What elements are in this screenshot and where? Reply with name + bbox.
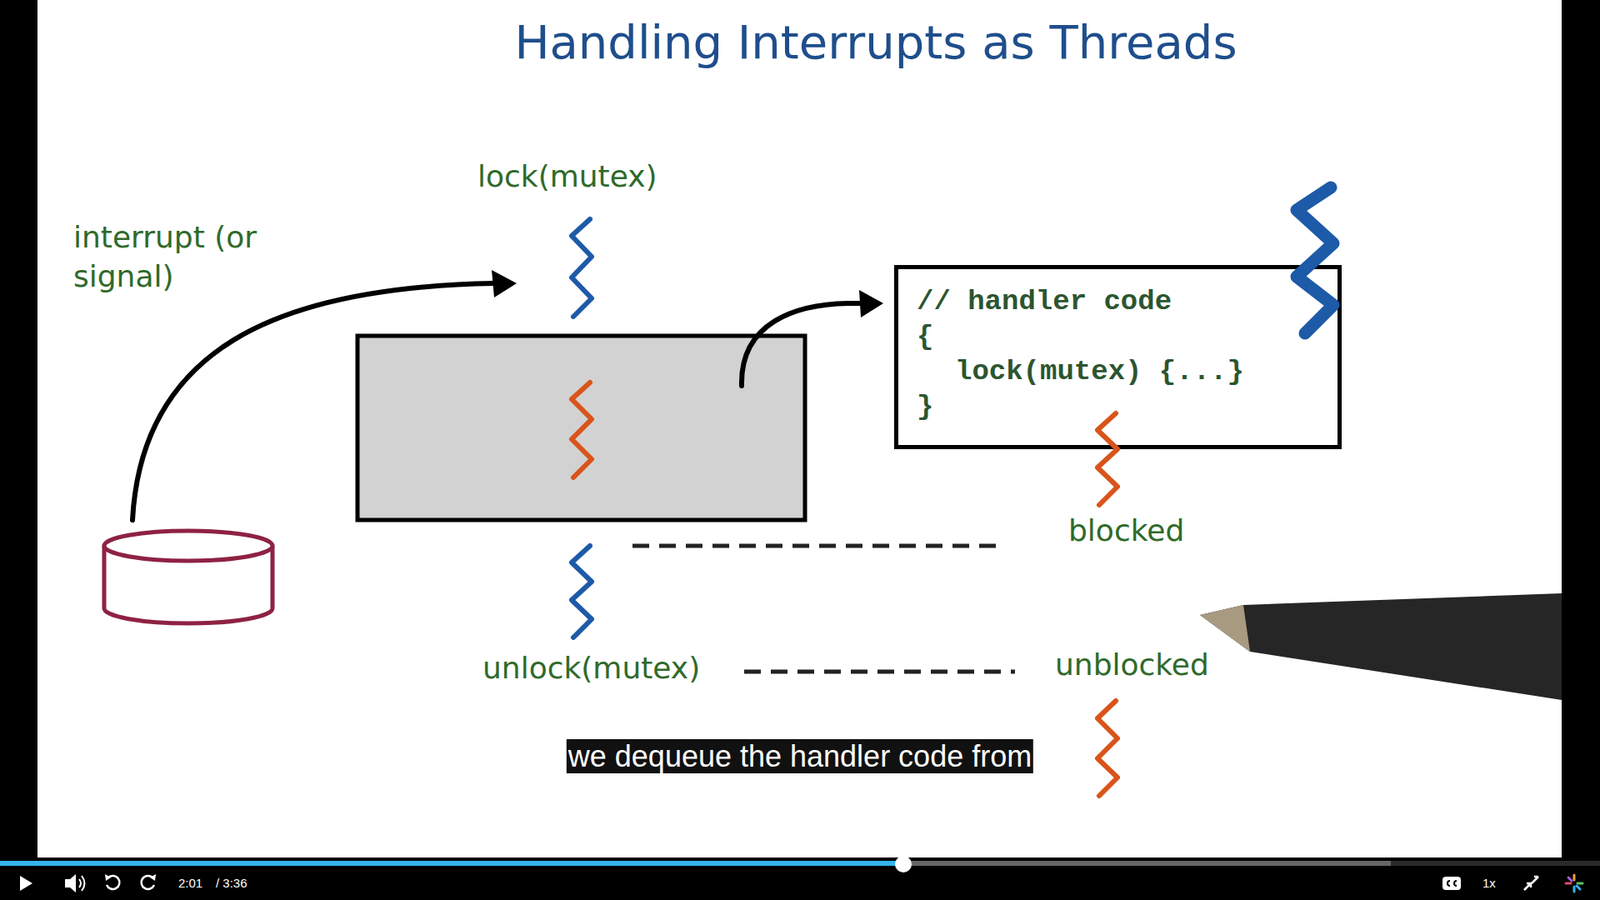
- arrowhead: [859, 290, 884, 318]
- site-logo: [1565, 875, 1583, 892]
- interrupt-label: interrupt (or signal): [73, 218, 270, 297]
- pen-image: [1200, 593, 1562, 700]
- arrowhead: [491, 270, 517, 298]
- play-icon: [20, 875, 33, 891]
- forward-icon: [141, 874, 156, 890]
- subtitle: we dequeue the handler code from: [566, 739, 1034, 774]
- volume-icon: [65, 874, 85, 893]
- title: Handling Interrupts as Threads: [514, 15, 1237, 70]
- code-line: }: [916, 389, 1318, 425]
- dashed-line: [632, 544, 1005, 549]
- fullscreen-exit-icon: [1524, 876, 1539, 890]
- thread-squiggle: [571, 382, 592, 478]
- control-bar: [0, 857, 1600, 900]
- blocked-label: blocked: [1068, 512, 1185, 550]
- whiteboard: [37, 0, 1562, 858]
- unlock-label: unlock(mutex): [482, 650, 700, 687]
- code-line: lock(mutex) {...}: [916, 354, 1318, 390]
- time-total: / 3:36: [215, 875, 248, 891]
- unblocked-label: unblocked: [1055, 646, 1210, 684]
- thread-squiggle: [571, 545, 592, 638]
- code-line: {: [916, 319, 1318, 355]
- code-box: // handler code{lock(mutex) {...}}: [894, 265, 1342, 450]
- buffered-bar: [903, 860, 1391, 866]
- thread-squiggle: [571, 219, 592, 317]
- speed-label: 1x: [1482, 875, 1496, 891]
- time-current: 2:01: [178, 875, 203, 891]
- dashed-line: [744, 670, 1015, 675]
- captions-icon: [1442, 876, 1461, 890]
- thread-squiggle: [1097, 413, 1118, 505]
- thread-box: [357, 335, 805, 520]
- disk-symbol: [104, 530, 273, 624]
- thread-squiggle: [1296, 187, 1334, 334]
- lock-label: lock(mutex): [477, 158, 658, 195]
- progress-bar: [0, 860, 904, 866]
- thread-squiggle: [1097, 700, 1118, 796]
- code-line: // handler code: [916, 284, 1318, 320]
- handler-arrow: [741, 303, 860, 386]
- progress-track: [0, 860, 1600, 866]
- progress-knob: [895, 855, 912, 873]
- rewind-icon: [105, 874, 120, 890]
